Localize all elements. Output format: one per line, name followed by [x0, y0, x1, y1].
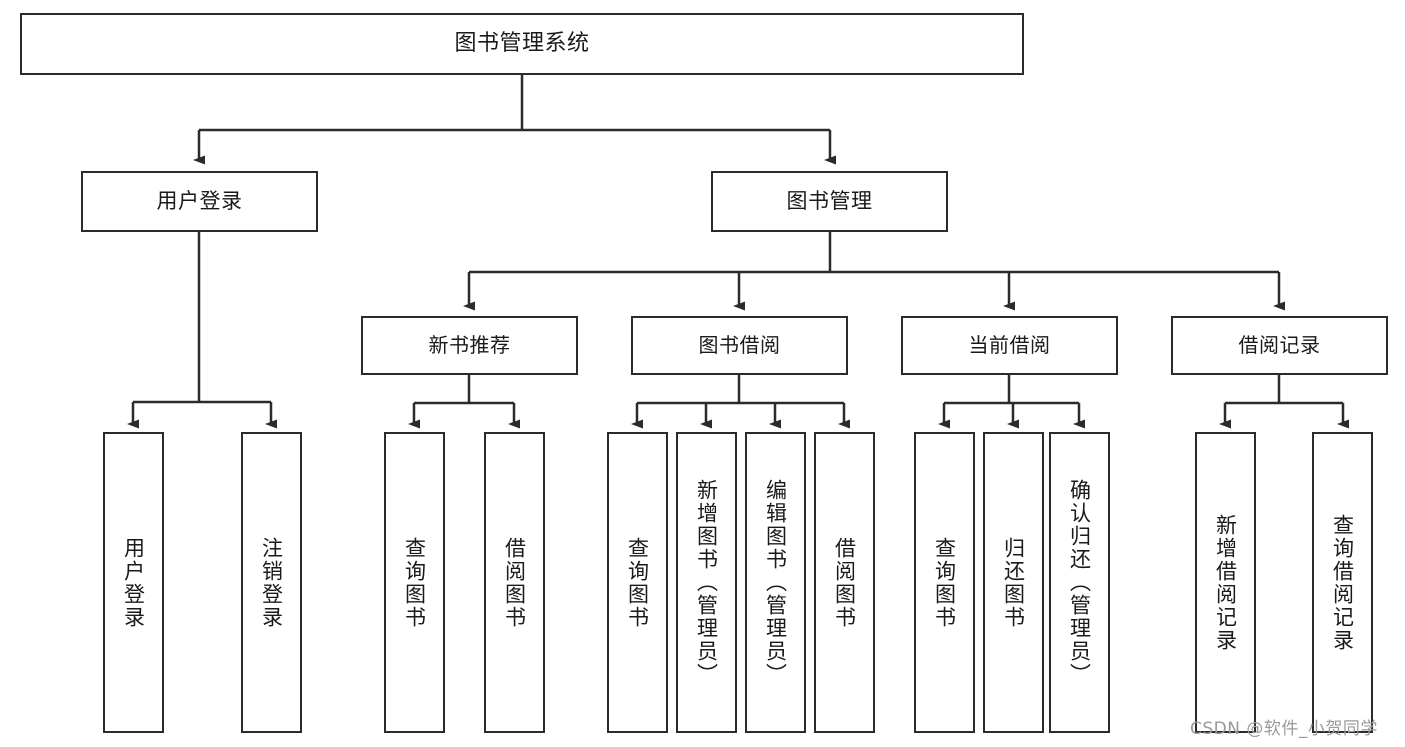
- node-label: 新增借阅记录: [1213, 513, 1238, 652]
- node-label: 查询图书: [402, 536, 427, 629]
- node-new-book-recommend[interactable]: 新书推荐: [361, 316, 578, 375]
- csdn-watermark: CSDN @软件_小贺同学: [1190, 719, 1378, 739]
- node-user-login[interactable]: 用户登录: [81, 171, 318, 232]
- node-current-borrow[interactable]: 当前借阅: [901, 316, 1118, 375]
- leaf-return-book[interactable]: 归还图书: [983, 432, 1044, 733]
- node-label: 图书管理: [786, 189, 873, 214]
- leaf-query-book-1[interactable]: 查询图书: [384, 432, 445, 733]
- node-book-management[interactable]: 图书管理: [711, 171, 948, 232]
- leaf-borrow-book-2[interactable]: 借阅图书: [814, 432, 875, 733]
- node-label: 查询图书: [625, 536, 650, 629]
- leaf-add-book-admin[interactable]: 新增图书（管理员）: [676, 432, 737, 733]
- leaf-confirm-return-admin[interactable]: 确认归还（管理员）: [1049, 432, 1110, 733]
- leaf-add-borrow-record[interactable]: 新增借阅记录: [1195, 432, 1256, 733]
- node-label: 用户登录: [156, 189, 243, 214]
- node-label: 图书管理系统: [454, 31, 590, 57]
- leaf-query-book-2[interactable]: 查询图书: [607, 432, 668, 733]
- node-book-borrow[interactable]: 图书借阅: [631, 316, 848, 375]
- node-label: 新书推荐: [428, 332, 511, 357]
- node-label: 借阅记录: [1238, 332, 1321, 357]
- node-label: 查询借阅记录: [1330, 513, 1355, 652]
- node-label: 确认归还（管理员）: [1067, 479, 1092, 686]
- node-label: 借阅图书: [832, 536, 857, 629]
- node-label: 借阅图书: [502, 536, 527, 629]
- node-label: 注销登录: [259, 536, 284, 629]
- node-root-system[interactable]: 图书管理系统: [20, 13, 1024, 75]
- node-label: 新增图书（管理员）: [694, 479, 719, 686]
- node-label: 当前借阅: [968, 332, 1051, 357]
- node-label: 用户登录: [121, 536, 146, 629]
- leaf-logout-login[interactable]: 注销登录: [241, 432, 302, 733]
- node-borrow-record[interactable]: 借阅记录: [1171, 316, 1388, 375]
- leaf-query-book-3[interactable]: 查询图书: [914, 432, 975, 733]
- node-label: 查询图书: [932, 536, 957, 629]
- leaf-borrow-book-1[interactable]: 借阅图书: [484, 432, 545, 733]
- node-label: 编辑图书（管理员）: [763, 479, 788, 686]
- leaf-edit-book-admin[interactable]: 编辑图书（管理员）: [745, 432, 806, 733]
- node-label: 图书借阅: [698, 332, 781, 357]
- leaf-query-borrow-record[interactable]: 查询借阅记录: [1312, 432, 1373, 733]
- leaf-user-login[interactable]: 用户登录: [103, 432, 164, 733]
- node-label: 归还图书: [1001, 536, 1026, 629]
